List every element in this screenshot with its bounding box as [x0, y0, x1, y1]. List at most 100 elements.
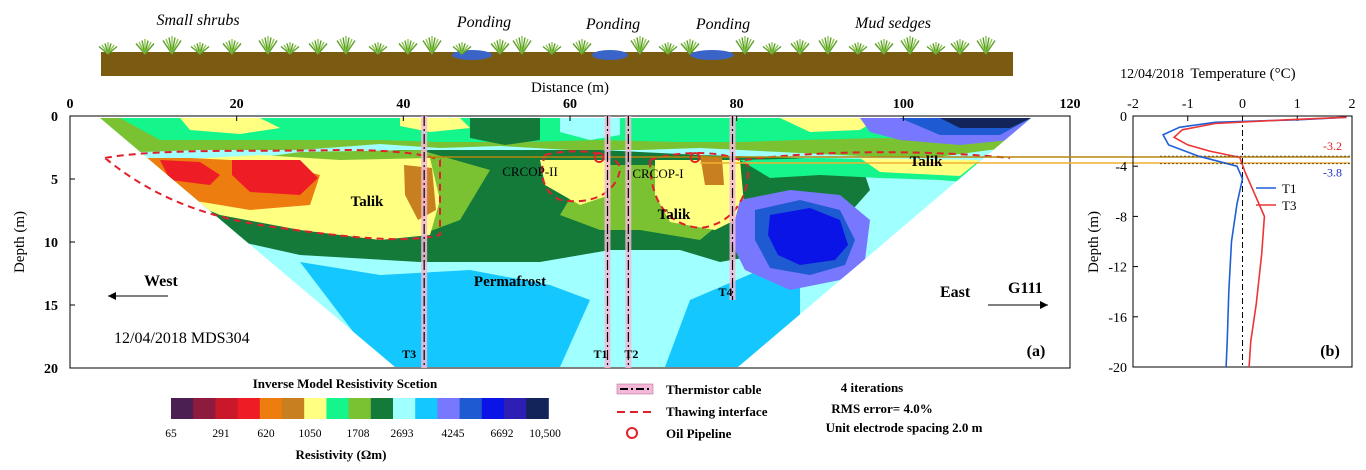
colorbar-tick-label: 65: [165, 428, 177, 440]
chart-date: 12/04/2018: [1120, 67, 1184, 82]
legend-pipeline-label: Oil Pipeline: [666, 426, 732, 441]
section-y-axis-title: Depth (m): [12, 211, 28, 273]
chart-y-tick-label: 0: [1120, 110, 1127, 125]
chart-y-tick-label: -12: [1108, 261, 1127, 276]
grass-tuft: [630, 36, 650, 55]
grass-tuft: [848, 42, 868, 55]
colorbar-label: Resistivity (Ωm): [296, 447, 387, 462]
oil-pipeline-marker: [593, 152, 605, 163]
label-small-shrubs: Small shrubs: [156, 12, 239, 29]
section-y-tick-label: 10: [44, 236, 58, 251]
colorbar-cell: [393, 398, 416, 419]
grass-tuft: [258, 36, 278, 55]
legend-label-T3: T3: [1282, 198, 1296, 213]
grass-tuft: [490, 39, 510, 55]
colorbar-tick-label: 1708: [347, 428, 370, 440]
grass-tuft: [900, 36, 920, 55]
chart-y-tick-label: -16: [1108, 311, 1127, 326]
label-mud-sedges: Mud sedges: [854, 15, 931, 32]
chart-y-tick-label: -4: [1115, 160, 1127, 175]
colorbar-cell: [437, 398, 460, 419]
grass-tuft: [398, 39, 418, 55]
section-x-tick-label: 60: [563, 97, 577, 112]
grass-tuft: [950, 39, 970, 55]
thermistor-label: T1: [594, 347, 608, 361]
chart-x-tick-label: 2: [1349, 97, 1356, 112]
section-y-tick-label: 20: [44, 362, 58, 377]
colorbar-cell: [237, 398, 261, 419]
grass-tuft: [308, 39, 328, 55]
colorbar-tick-label: 6692: [491, 428, 514, 440]
pond-3: [690, 50, 734, 60]
grass-tuft: [658, 42, 678, 55]
chart-depth-markers: -3.2-3.8: [1160, 139, 1352, 180]
terrain-scene: Small shrubs Ponding Ponding Ponding Mud…: [98, 12, 1013, 76]
section-x-tick-label: 80: [730, 97, 744, 112]
colorbar-cell: [481, 398, 505, 419]
series-line-T3: [1172, 116, 1347, 368]
colorbar-cell: [326, 398, 349, 419]
talik-left-label: Talik: [351, 194, 384, 210]
grass-tuft: [572, 39, 592, 55]
survey-label: 12/04/2018 MDS304: [114, 330, 250, 347]
deep-blue-zone: [300, 262, 590, 367]
colorbar-tick-label: 10,500: [529, 428, 561, 440]
colorbar-tick-label: 291: [212, 428, 230, 440]
chart-x-tick-label: -2: [1127, 97, 1139, 112]
vegetation-tufts: [98, 36, 996, 55]
oil-pipelines: [593, 152, 701, 163]
section-x-tick-label: 20: [230, 97, 244, 112]
legend-pipeline-symbol: [626, 427, 638, 439]
label-ponding-3: Ponding: [695, 16, 750, 33]
panel-a-label: (a): [1027, 343, 1046, 360]
grass-tuft: [976, 36, 996, 55]
chart-y-tick-label: -8: [1115, 210, 1127, 225]
stat-spacing: Unit electrode spacing 2.0 m: [826, 420, 983, 435]
colorbar-tick-label: 1050: [299, 428, 322, 440]
series-line-T1: [1161, 116, 1347, 368]
grass-tuft: [680, 39, 700, 55]
colorbar-cell: [193, 398, 216, 419]
crcop1-label: CRCOP-I: [632, 166, 683, 181]
section-y-tick-label: 15: [44, 299, 58, 314]
section-x-tick-label: 0: [67, 97, 74, 112]
colorbar-tick-label: 4245: [442, 428, 465, 440]
grass-tuft: [98, 42, 118, 55]
colorbar-cell: [348, 398, 372, 419]
grass-tuft: [135, 39, 155, 55]
grass-tuft: [336, 36, 356, 55]
thermistor-label: T4: [719, 285, 733, 299]
chart-x-tick-label: 0: [1239, 97, 1246, 112]
road-label: G111: [1008, 280, 1043, 297]
grass-tuft: [452, 42, 472, 55]
label-ponding-1: Ponding: [456, 14, 511, 31]
grass-tuft: [790, 39, 810, 55]
permafrost-label: Permafrost: [474, 274, 546, 290]
grass-tuft: [542, 42, 562, 55]
grass-tuft: [162, 36, 182, 55]
chart-title: Temperature (°C): [1190, 66, 1295, 82]
colorbar-cells: [171, 398, 549, 419]
colorbar-cell: [526, 398, 549, 419]
grass-tuft: [222, 39, 242, 55]
label-ponding-2: Ponding: [585, 16, 640, 33]
colorbar-cell: [370, 398, 394, 419]
grass-tuft: [874, 39, 894, 55]
grass-tuft: [368, 42, 388, 55]
west-label: West: [144, 273, 178, 290]
colorbar-cell: [259, 398, 283, 419]
colorbar: Inverse Model Resistivity Scetion 65 291 6…: [165, 376, 561, 462]
talik-mid-label: Talik: [658, 207, 691, 223]
grass-tuft: [762, 42, 782, 55]
panel-b-label: (b): [1320, 343, 1340, 360]
colorbar-title: Inverse Model Resistivity Scetion: [253, 376, 438, 391]
colorbar-cell: [215, 398, 238, 419]
section-x-tick-label: 100: [893, 97, 914, 112]
oil-pipeline-marker: [689, 152, 701, 163]
section-y-tick-label: 5: [51, 173, 58, 188]
ground-strip: [101, 52, 1013, 76]
legend-cable-symbol: [616, 383, 654, 395]
